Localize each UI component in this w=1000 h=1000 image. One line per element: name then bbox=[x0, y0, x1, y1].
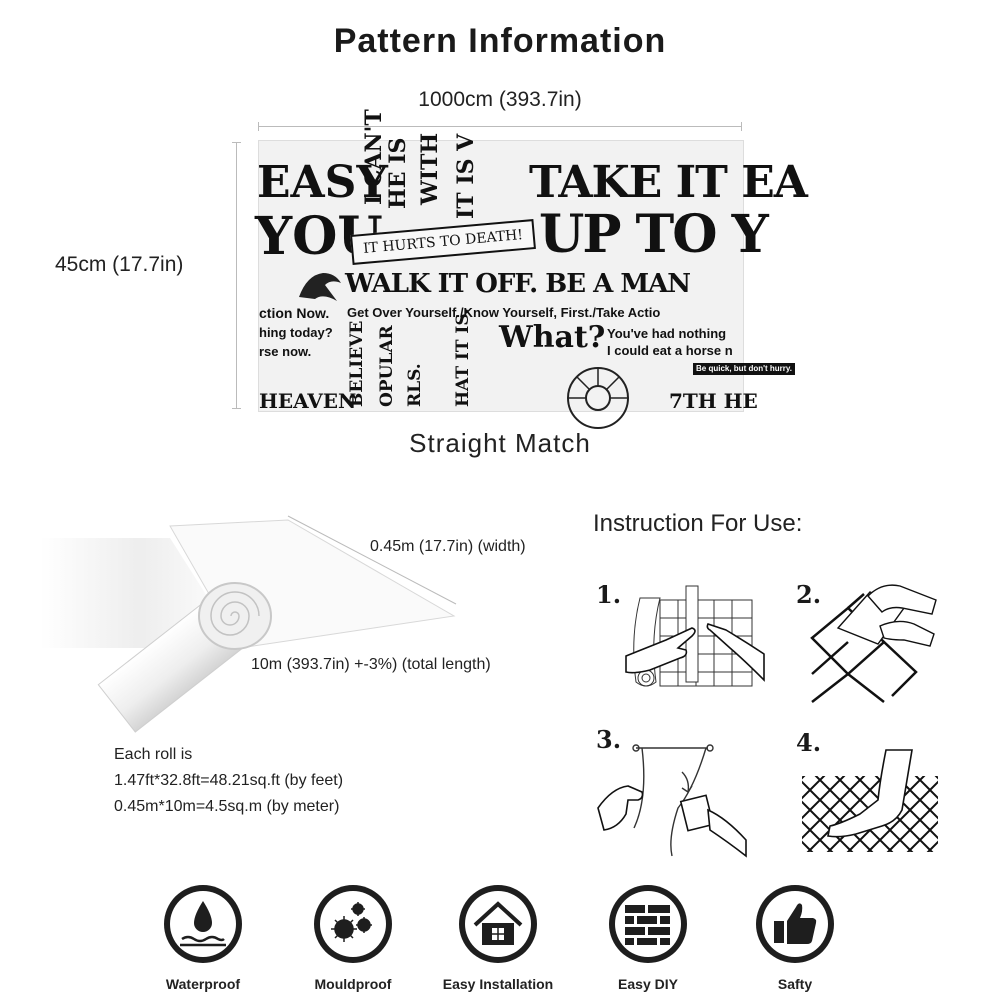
roll-length-label: 10m (393.7in) +-3%) (total length) bbox=[251, 656, 491, 673]
pattern-text-hurts: IT HURTS TO DEATH! bbox=[362, 227, 524, 257]
step-2-number: 2. bbox=[796, 580, 822, 609]
instructions-title: Instruction For Use: bbox=[593, 510, 803, 537]
pattern-text-he-is: HE IS bbox=[385, 137, 411, 209]
peel-backing-icon bbox=[810, 584, 937, 703]
step-4-number: 4. bbox=[796, 728, 822, 757]
roll-coverage-info: Each roll is 1.47ft*32.8ft=48.21sq.ft (b… bbox=[114, 742, 343, 820]
width-dimension-tick-left bbox=[258, 122, 259, 131]
width-dimension-tick-right bbox=[741, 122, 742, 131]
wallpaper-pattern-sample: EASY I CAN'T HE IS WITH IT IS V TAKE IT … bbox=[255, 109, 808, 429]
finished-wall-icon bbox=[802, 749, 938, 852]
pattern-text-hat-it-is: HAT IT IS. bbox=[453, 308, 473, 407]
feature-safty: Safty bbox=[735, 885, 855, 992]
pattern-text-action-now: ction Now. bbox=[259, 305, 330, 321]
pattern-text-opular: OPULAR bbox=[377, 325, 397, 407]
feature-easy-installation: Easy Installation bbox=[438, 885, 558, 992]
coverage-line-2: 1.47ft*32.8ft=48.21sq.ft (by feet) bbox=[114, 772, 344, 789]
height-dimension-line bbox=[236, 142, 237, 408]
feature-easy-diy: Easy DIY bbox=[588, 885, 708, 992]
measure-cut-icon bbox=[625, 585, 765, 687]
match-type-label: Straight Match bbox=[409, 428, 591, 458]
pattern-width-label: 1000cm (393.7in) bbox=[418, 88, 582, 111]
feature-label: Easy DIY bbox=[618, 976, 678, 992]
pattern-text-it-is-v: IT IS V bbox=[453, 133, 479, 219]
page-title: Pattern Information bbox=[333, 22, 667, 60]
thumbs-up-icon bbox=[756, 885, 834, 963]
feature-label: Easy Installation bbox=[442, 976, 554, 992]
house-icon bbox=[459, 885, 537, 963]
pattern-text-get-over: Get Over Yourself./Know Yourself, First.… bbox=[347, 305, 661, 320]
feature-waterproof: Waterproof bbox=[143, 885, 263, 992]
feature-label: Safty bbox=[777, 976, 813, 992]
feature-mouldproof: Mouldproof bbox=[293, 885, 413, 992]
pattern-text-rls: RLS. bbox=[405, 363, 425, 407]
pattern-text-walk: WALK IT OFF. BE A MAN bbox=[345, 269, 691, 299]
pattern-text-what: What? bbox=[499, 320, 606, 355]
roll-width-label: 0.45m (17.7in) (width) bbox=[370, 538, 526, 555]
apply-smooth-icon bbox=[597, 744, 747, 858]
pattern-text-be-quick: Be quick, but don't hurry. bbox=[693, 363, 795, 375]
pattern-height-label: 45cm (17.7in) bbox=[55, 253, 184, 276]
pattern-text-nothing-today: hing today? bbox=[259, 325, 333, 340]
pattern-text-up-to-y: UP TO Y bbox=[539, 204, 769, 265]
height-dimension-tick-bottom bbox=[232, 408, 241, 409]
pattern-text-take-it-ea: TAKE IT EA bbox=[529, 157, 808, 208]
width-dimension-line bbox=[258, 126, 742, 127]
height-dimension-tick-top bbox=[232, 142, 241, 143]
step-3-number: 3. bbox=[596, 725, 622, 754]
pattern-text-with: WITH bbox=[417, 132, 443, 205]
feature-label: Waterproof bbox=[165, 976, 241, 992]
wallpaper-roll-illustration bbox=[40, 515, 457, 733]
pattern-text-had-nothing: You've had nothing bbox=[607, 326, 727, 341]
pattern-text-seventh-he: 7TH HE bbox=[669, 389, 758, 413]
pattern-text-eat-horse: I could eat a horse n bbox=[607, 343, 733, 358]
pattern-text-easy: EASY bbox=[257, 157, 388, 208]
pattern-sunburst-graphic bbox=[567, 367, 629, 429]
pattern-text-horse-now: rse now. bbox=[259, 344, 312, 359]
step-1-number: 1. bbox=[596, 580, 622, 609]
pattern-text-heaven: HEAVEN bbox=[259, 389, 357, 413]
water-drop-icon bbox=[164, 885, 242, 963]
feature-label: Mouldproof bbox=[314, 976, 392, 992]
brick-wall-icon bbox=[609, 885, 687, 963]
coverage-line-3: 0.45m*10m=4.5sq.m (by meter) bbox=[114, 798, 340, 815]
pattern-eagle-graphic bbox=[299, 273, 341, 301]
mould-icon bbox=[314, 885, 392, 963]
pattern-text-i-cant: I CAN'T bbox=[361, 109, 387, 205]
coverage-line-1: Each roll is bbox=[114, 746, 193, 763]
